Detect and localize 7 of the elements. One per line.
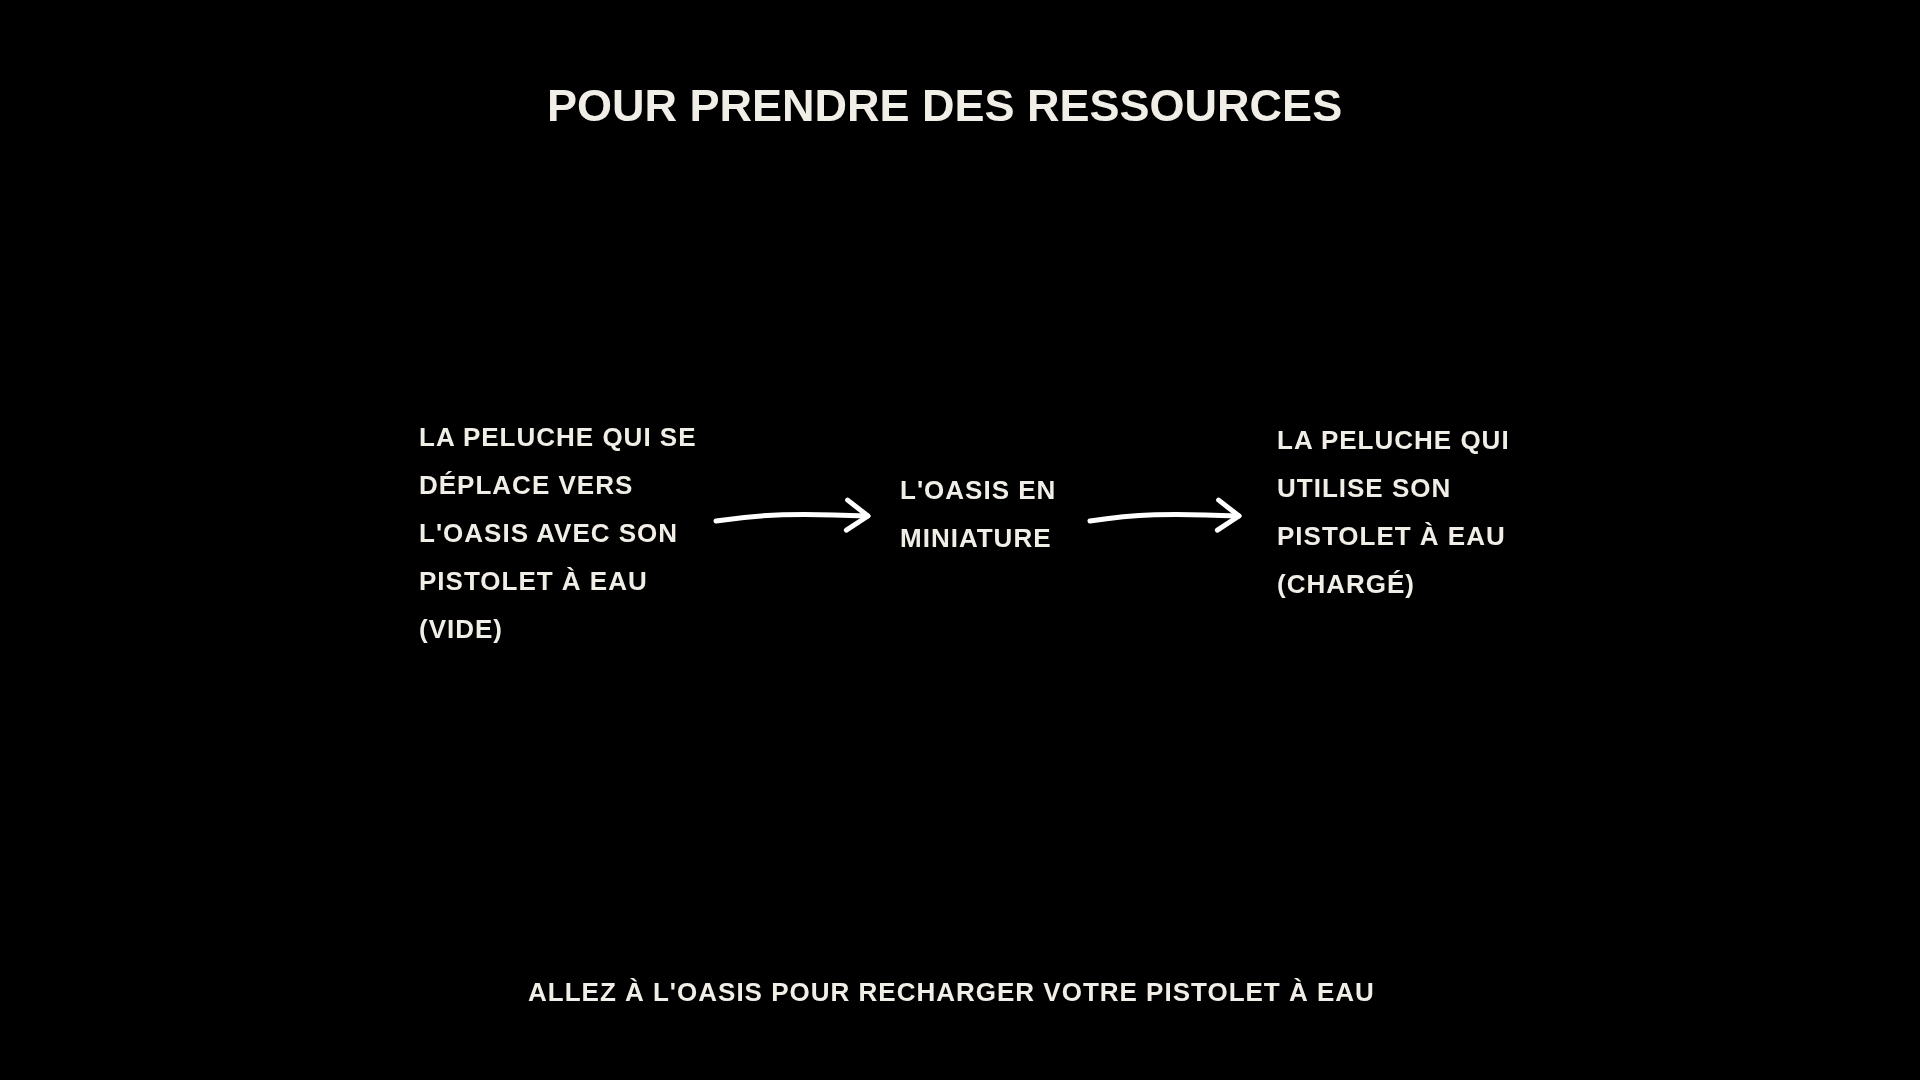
title: POUR PRENDRE DES RESSOURCES	[547, 79, 1343, 133]
arrow	[1087, 497, 1242, 533]
caption: ALLEZ À L'OASIS POUR RECHARGER VOTRE PISTOLET À EAU	[528, 976, 1375, 1009]
step-text: LA PELUCHE QUI SE DÉPLACE VERS L'OASIS AVEC SON PISTOLET À EAU (VIDE)	[419, 413, 709, 653]
step-text: LA PELUCHE QUI UTILISE SON PISTOLET À EAU (CHARGÉ)	[1277, 416, 1529, 608]
step-text: L'OASIS EN MINIATURE	[900, 466, 1064, 562]
arrow	[713, 497, 871, 533]
